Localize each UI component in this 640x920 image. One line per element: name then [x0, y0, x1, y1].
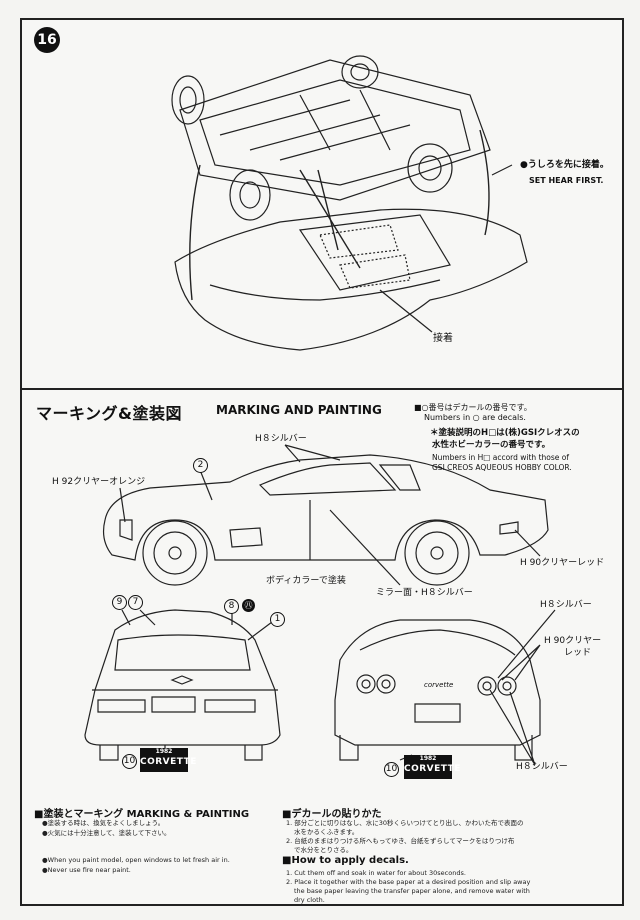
plate-name-rear: CORVETTE [404, 764, 461, 774]
decal-9: 9 [112, 595, 127, 610]
side-h8-silver-label: H８シルバー [255, 434, 307, 444]
h92-clear-orange-label: H 92クリヤーオレンジ [52, 477, 146, 487]
set-rear-first-en: SET HEAR FIRST. [529, 176, 604, 185]
mirror-silver-label: ミラー面・H８シルバー [376, 588, 473, 598]
corvette-script-label: corvette [424, 681, 454, 689]
decal-2: 2 [193, 458, 208, 473]
decal-ja-1b: 水をかるくふきます。 [294, 828, 359, 836]
plate-year: 1982 [155, 748, 173, 755]
legend-ja: ■○番号はデカールの番号です。 [414, 403, 532, 412]
decal-en-2c: dry cloth. [294, 896, 325, 904]
decal-10-rear: 10 [384, 762, 399, 777]
front-license-plate: 1982 CORVETTE [140, 748, 197, 772]
decal-ja-2: 2. 台紙のままはりつける所へもってゆき、台紙をずらしてマークをはりつけ布 [286, 837, 515, 845]
decal-section-heading-en: ■How to apply decals. [282, 855, 409, 866]
paint-note-ja-1: ＊塗装説明のH□は(株)GSIクレオスの [430, 428, 580, 438]
paint-note-1: ●塗装する時は、換気をよくしましょう。 [42, 819, 165, 827]
decal-en-1: 1. Cut them off and soak in water for ab… [286, 869, 466, 877]
step-number-badge: 16 [34, 27, 60, 53]
glue-label: 接着 [433, 333, 453, 344]
decal-ja-1: 1. 部分ごとに切りはなし、水に30秒くらいつけてとり出し、かわいた布で表面の [286, 819, 524, 827]
paint-note-en-1: ●When you paint model, open windows to l… [42, 856, 230, 864]
decal-10-front: 10 [122, 754, 137, 769]
section-title-en: MARKING AND PAINTING [216, 403, 382, 417]
section-title-ja: マーキング&塗装図 [36, 404, 182, 423]
decal-7: 7 [128, 595, 143, 610]
paint-note-en-2: GSI CREOS AQUEOUS HOBBY COLOR. [432, 463, 572, 472]
rear-license-plate: 1982 CORVETTE [404, 755, 461, 779]
front-view-car [84, 609, 281, 761]
rear-h90-clear-1: H 90クリヤー [544, 636, 602, 646]
section-divider [20, 388, 624, 390]
paint-note-en-2: ●Never use fire near paint. [42, 866, 131, 874]
chassis-drawing [171, 55, 528, 351]
plate-name: CORVETTE [140, 757, 197, 767]
paint-note-2: ●火気には十分注意して、塗装して下さい。 [42, 829, 171, 837]
h90-clear-red-label: H 90クリヤーレッド [520, 558, 605, 568]
body-color-label: ボディカラーで塗装 [266, 576, 346, 586]
decal-en-2: 2. Place it together with the base paper… [286, 878, 531, 886]
rear-h8-silver-b: H８シルバー [516, 762, 568, 772]
decal-8: 8 [224, 599, 239, 614]
legend-en: Numbers in ○ are decals. [424, 413, 526, 422]
decal-section-heading-ja: ■デカールの貼りかた [282, 809, 382, 820]
decal-ja-2b: で水分をとりさる。 [294, 846, 353, 854]
paint-note-en-1: Numbers in H□ accord with those of [432, 453, 569, 462]
instruction-frame [20, 18, 624, 906]
decal-en-2b: the base paper leaving the transfer pape… [294, 887, 530, 895]
rear-h8-silver-a: H８シルバー [540, 600, 592, 610]
rear-h90-clear-2: レッド [564, 648, 592, 658]
set-rear-first-ja: ●うしろを先に接着。 [520, 160, 609, 170]
plate-year-rear: 1982 [419, 755, 437, 762]
decal-8-filled: ㊇ [242, 599, 255, 612]
decal-1: 1 [270, 612, 285, 627]
side-view-car [102, 444, 549, 586]
paint-section-heading: ■塗装とマーキング MARKING & PAINTING [34, 809, 250, 820]
paint-note-ja-2: 水性ホビーカラーの番号です。 [432, 440, 551, 450]
